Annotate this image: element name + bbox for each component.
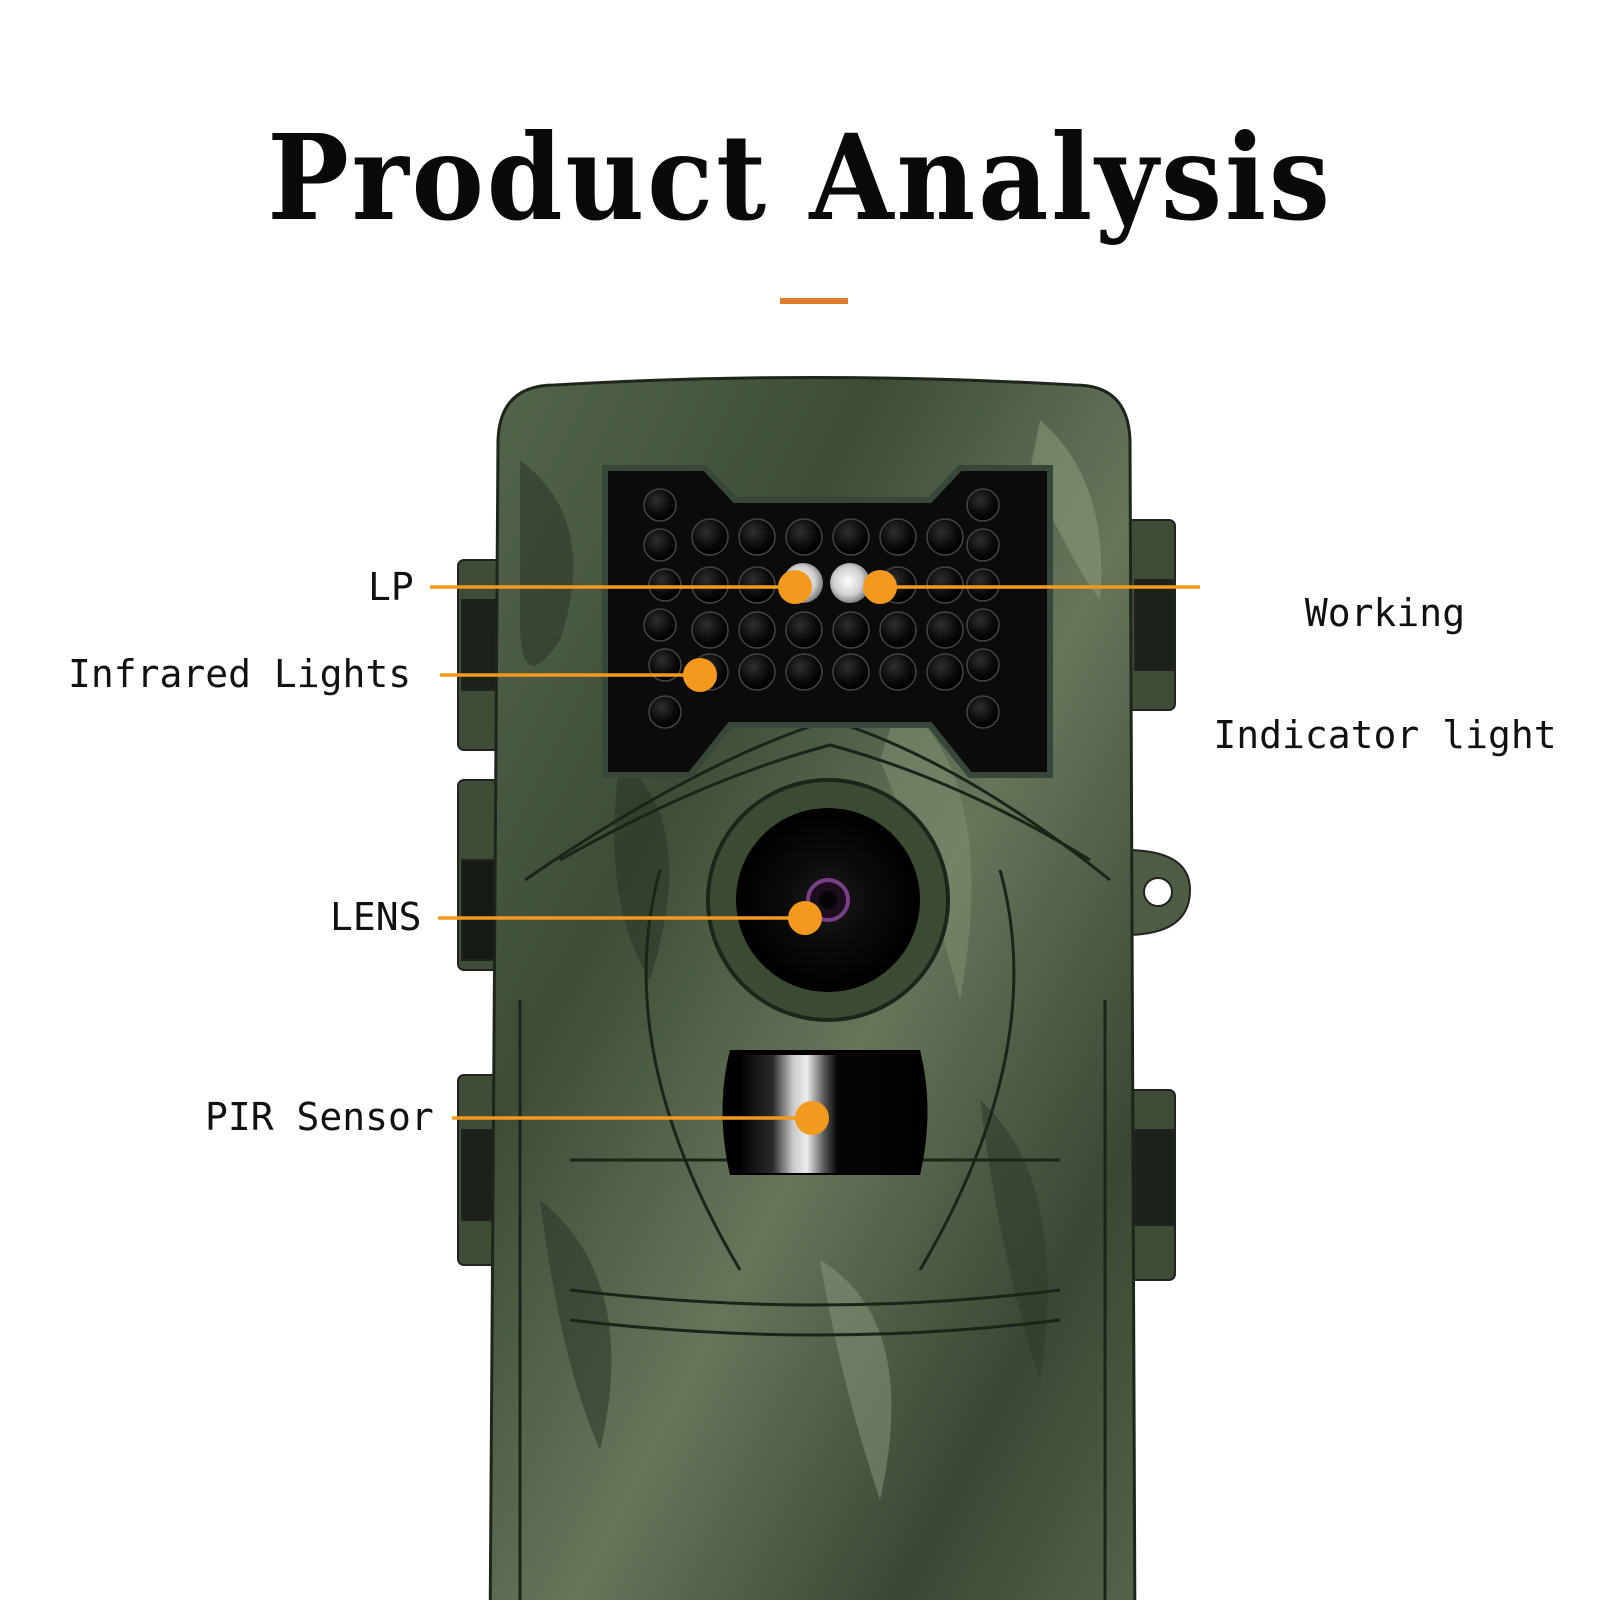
infrared-callout-dot (683, 658, 717, 692)
callout-label-lens: LENS (330, 895, 422, 939)
lens-callout-dot (788, 901, 822, 935)
working-indicator-led (830, 563, 870, 603)
lens-assembly (706, 778, 950, 1022)
callout-label-working-line2: Indicator light (1213, 713, 1557, 757)
callout-label-lp: LP (368, 565, 414, 609)
pir-callout-dot (795, 1101, 829, 1135)
callout-label-infrared: Infrared Lights (68, 652, 412, 696)
working-callout-dot (863, 570, 897, 604)
callout-label-working-line1: Working (1304, 591, 1466, 635)
infrared-led-grid (643, 488, 1000, 729)
lp-callout-dot (778, 570, 812, 604)
callout-lines (430, 570, 1200, 1135)
page-title: Product Analysis (267, 108, 1333, 247)
callout-label-working: Working Indicator light (1210, 518, 1560, 792)
right-mount-clips (1124, 519, 1192, 1281)
callout-label-pir: PIR Sensor (205, 1095, 434, 1139)
title-underline-accent (780, 298, 848, 304)
